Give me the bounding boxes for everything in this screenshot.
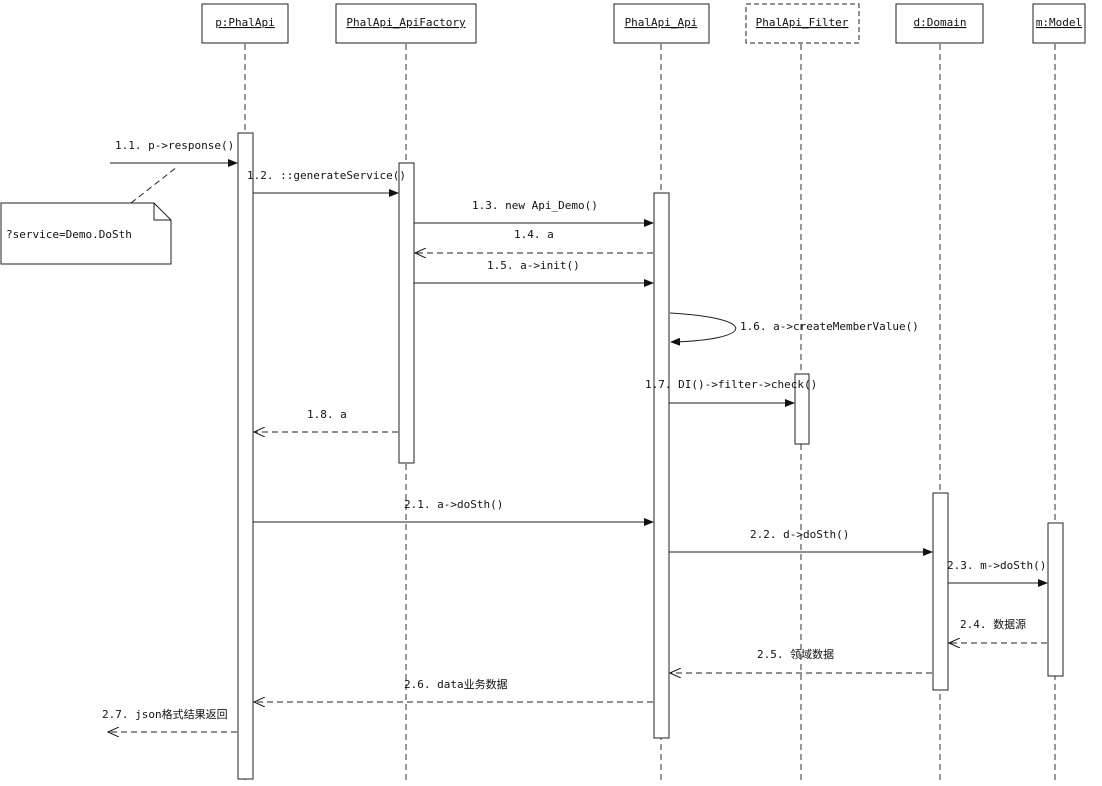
message-label: 1.7. DI()->filter->check() bbox=[645, 378, 817, 391]
message-arrow bbox=[669, 312, 737, 346]
message-label: 2.3. m->doSth() bbox=[947, 559, 1046, 572]
message-2-6: 2.6. data业务数据 bbox=[254, 677, 653, 702]
message-label: 2.5. 领域数据 bbox=[757, 647, 834, 661]
message-2-5: 2.5. 领域数据 bbox=[670, 647, 932, 673]
message-label: 2.6. data业务数据 bbox=[404, 677, 508, 691]
activation-factory bbox=[398, 162, 415, 464]
message-label: 2.4. 数据源 bbox=[960, 617, 1026, 631]
message-label: 1.2. ::generateService() bbox=[247, 169, 406, 182]
message-2-4: 2.4. 数据源 bbox=[949, 617, 1047, 643]
participant-p: p:PhalApi bbox=[201, 3, 289, 44]
message-label: 2.2. d->doSth() bbox=[750, 528, 849, 541]
activation-filter bbox=[794, 373, 810, 445]
note-connector bbox=[130, 166, 178, 204]
message-2-7: 2.7. json格式结果返回 bbox=[102, 707, 237, 732]
message-label: 1.1. p->response() bbox=[115, 139, 234, 152]
message-1-2: 1.2. ::generateService() bbox=[247, 169, 406, 197]
activation-api bbox=[653, 192, 670, 739]
participant-label: PhalApi_ApiFactory bbox=[346, 16, 466, 29]
message-2-3: 2.3. m->doSth() bbox=[947, 559, 1048, 587]
message-1-6: 1.6. a->createMemberValue() bbox=[669, 312, 919, 346]
participant-domain: d:Domain bbox=[895, 3, 984, 44]
participant-filter: PhalApi_Filter bbox=[745, 3, 860, 44]
message-1-5: 1.5. a->init() bbox=[414, 259, 654, 287]
participant-api: PhalApi_Api bbox=[613, 3, 710, 44]
participant-factory: PhalApi_ApiFactory bbox=[335, 3, 477, 44]
activation-p bbox=[237, 132, 254, 780]
message-label: 2.1. a->doSth() bbox=[404, 498, 503, 511]
message-1-3: 1.3. new Api_Demo() bbox=[414, 199, 654, 227]
message-2-1: 2.1. a->doSth() bbox=[253, 498, 654, 526]
message-label: 1.8. a bbox=[307, 408, 347, 421]
participant-model: m:Model bbox=[1032, 3, 1086, 44]
note-fold bbox=[153, 203, 171, 221]
message-label: 2.7. json格式结果返回 bbox=[102, 707, 228, 721]
note-text: ?service=Demo.DoSth bbox=[6, 228, 132, 241]
message-1-7: 1.7. DI()->filter->check() bbox=[645, 378, 817, 407]
participant-label: m:Model bbox=[1036, 16, 1082, 29]
note-shape bbox=[0, 202, 172, 265]
participant-label: PhalApi_Api bbox=[625, 16, 698, 29]
message-1-8: 1.8. a bbox=[254, 408, 398, 432]
message-label: 1.3. new Api_Demo() bbox=[472, 199, 598, 212]
message-1-4: 1.4. a bbox=[415, 228, 653, 253]
message-2-2: 2.2. d->doSth() bbox=[669, 528, 933, 556]
activation-model bbox=[1047, 522, 1064, 677]
participant-label: p:PhalApi bbox=[215, 16, 275, 29]
message-label: 1.6. a->createMemberValue() bbox=[740, 320, 919, 333]
message-label: 1.5. a->init() bbox=[487, 259, 580, 272]
message-1-1: 1.1. p->response() bbox=[110, 139, 238, 167]
note: ?service=Demo.DoSth bbox=[0, 166, 178, 265]
participant-label: d:Domain bbox=[914, 16, 967, 29]
activation-domain bbox=[932, 492, 949, 691]
message-label: 1.4. a bbox=[514, 228, 554, 241]
participant-label: PhalApi_Filter bbox=[756, 16, 849, 29]
